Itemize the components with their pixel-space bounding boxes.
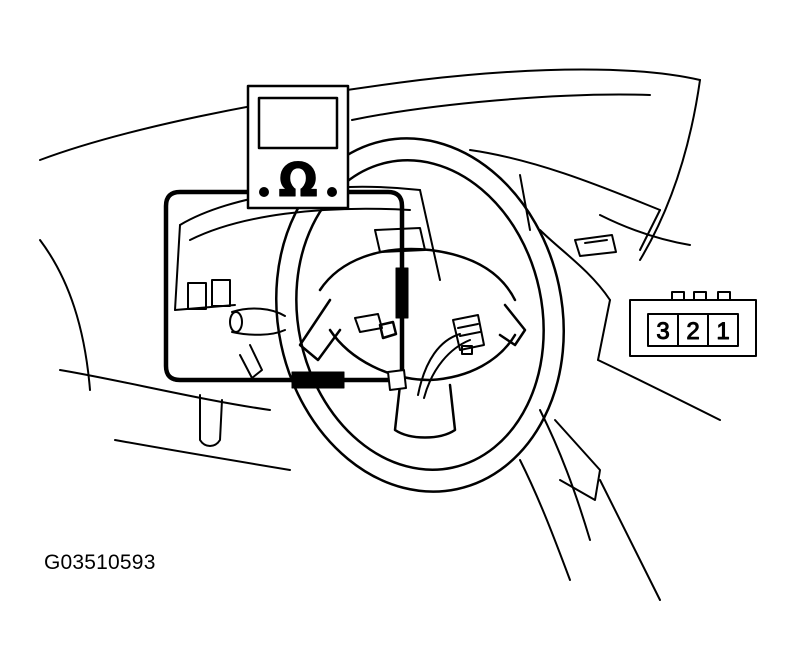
airbag-connector-harness bbox=[354, 313, 485, 399]
test-leads bbox=[163, 189, 409, 391]
dashboard-outline bbox=[39, 68, 721, 471]
meter-symbol: Ω bbox=[278, 153, 317, 207]
connector-pin-1: 1 bbox=[716, 318, 729, 345]
figure-caption: G03510593 bbox=[44, 551, 156, 574]
connector-pin-2: 2 bbox=[686, 318, 699, 345]
steering-stalk bbox=[229, 307, 286, 379]
center-console bbox=[519, 409, 661, 601]
ohmmeter-icon bbox=[246, 84, 350, 210]
connector-pin-3: 3 bbox=[656, 318, 669, 345]
connector-icon bbox=[629, 291, 757, 357]
